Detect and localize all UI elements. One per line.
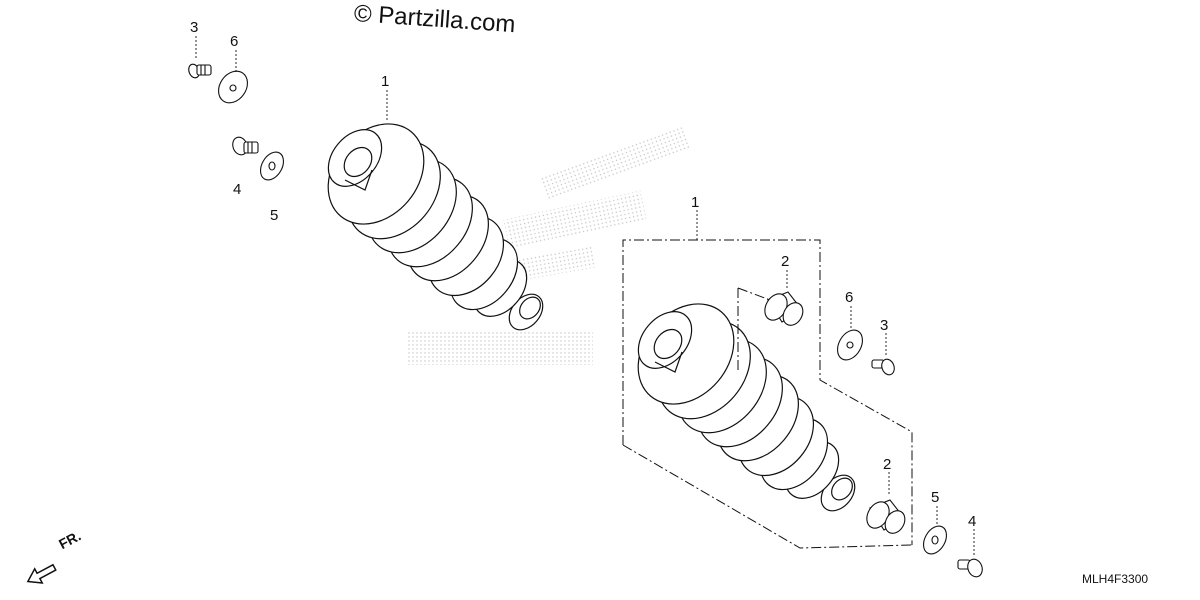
bolt-top-left[interactable] — [187, 63, 212, 80]
left-shock-absorber[interactable] — [308, 105, 549, 336]
diagram-code: MLH4F3300 — [1082, 572, 1149, 586]
callout-bolt-top-left: 3 — [190, 19, 198, 36]
nut-left[interactable] — [230, 135, 259, 157]
right-shock-spring — [637, 303, 840, 499]
callout-bushing-lower: 2 — [883, 456, 891, 473]
callout-cap-right: 6 — [845, 289, 853, 306]
washer-left[interactable] — [256, 148, 288, 184]
callout-bolt-right: 3 — [880, 317, 888, 334]
right-shock-top-cap — [637, 311, 693, 373]
callout-cap-top-left: 6 — [230, 33, 238, 50]
callout-nut-left: 4 — [233, 181, 241, 198]
callout-left-shock: 1 — [381, 73, 389, 90]
leader-lines — [195, 36, 975, 556]
callout-washer-left: 5 — [270, 207, 278, 224]
assembly-bracket — [622, 239, 913, 549]
callout-right-shock: 1 — [691, 194, 699, 211]
callout-bushing-upper: 2 — [781, 253, 789, 270]
cap-top-left[interactable] — [213, 66, 254, 109]
washer-right[interactable] — [919, 522, 951, 558]
bushing-lower[interactable] — [862, 498, 908, 537]
cap-right[interactable] — [832, 326, 867, 365]
nut-right[interactable] — [957, 557, 985, 579]
left-shock-spring — [327, 123, 528, 317]
front-direction-arrow-icon — [26, 563, 57, 584]
right-shock-absorber[interactable] — [618, 285, 861, 517]
background-stipple — [408, 125, 690, 365]
left-shock-top-cap — [327, 129, 383, 191]
callout-nut-right: 4 — [968, 513, 976, 530]
callout-washer-right: 5 — [931, 489, 939, 506]
bushing-upper[interactable] — [760, 290, 806, 329]
bolt-right[interactable] — [871, 357, 896, 376]
